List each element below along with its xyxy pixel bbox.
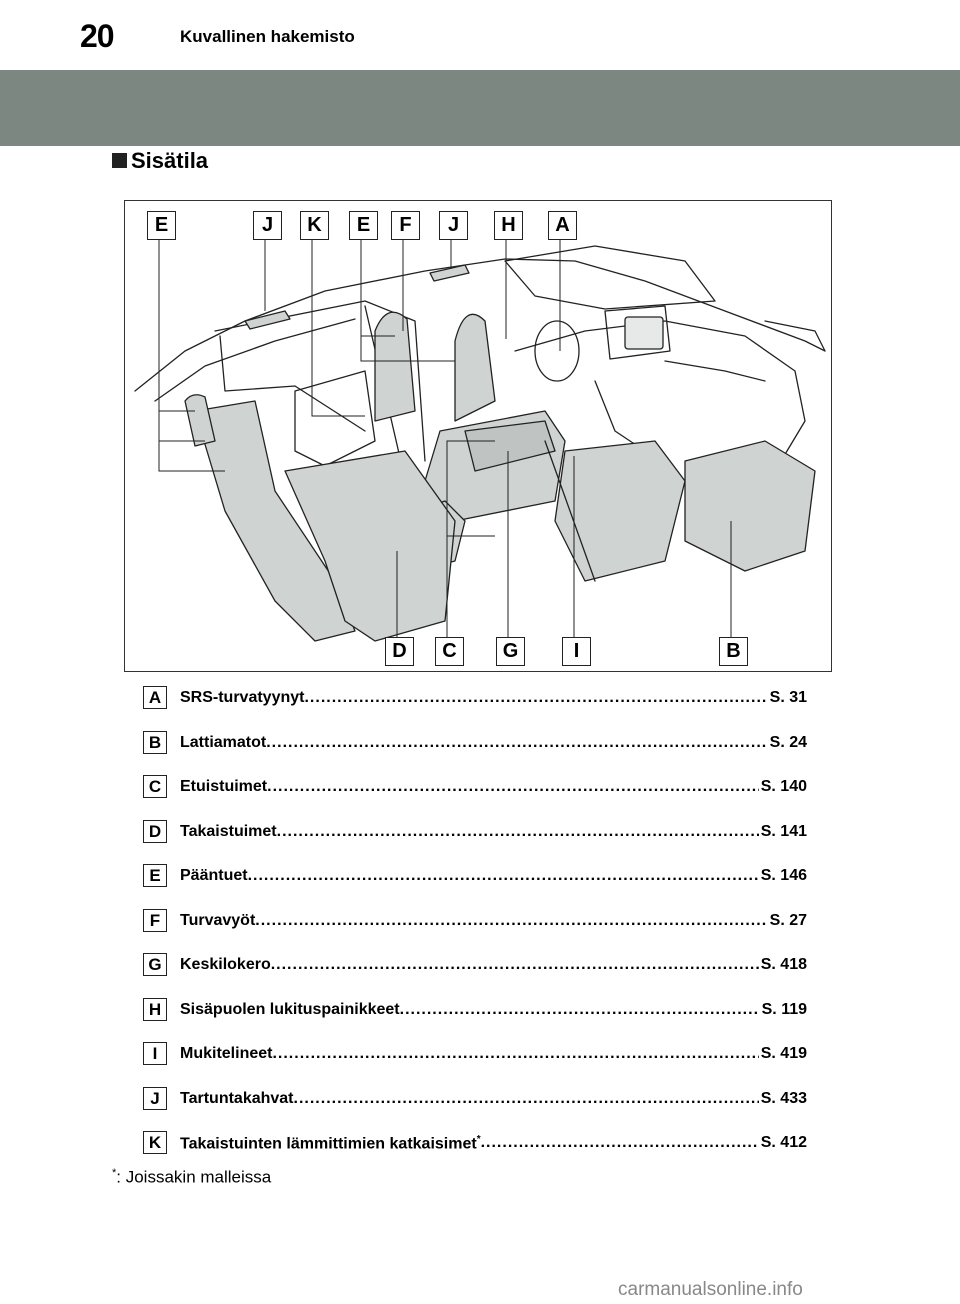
item-letter: A: [143, 686, 167, 709]
item-page-ref[interactable]: S. 146: [760, 867, 807, 884]
item-page-ref[interactable]: S. 412: [760, 1134, 807, 1151]
item-letter: B: [143, 730, 167, 754]
list-item[interactable]: E Pääntuet S. 146: [143, 864, 813, 890]
item-page-ref[interactable]: S. 31: [769, 689, 807, 706]
page-header: 20 Kuvallinen hakemisto: [0, 0, 960, 58]
list-item[interactable]: J Tartuntakahvat S. 433: [143, 1086, 813, 1113]
item-label: Turvavyöt: [180, 911, 256, 929]
item-letter: C: [143, 775, 167, 798]
item-label: SRS-turvatyynyt: [180, 689, 305, 706]
interior-drawing: [134, 239, 826, 642]
item-label: Etuistuimet: [180, 778, 268, 795]
footnote: *: Joissakin malleissa: [112, 1167, 271, 1188]
callout-bottom-2: C: [435, 637, 464, 666]
item-label: Keskilokero: [180, 956, 271, 973]
interior-illustration: E J K E F J H A D C G I B: [124, 200, 832, 672]
item-letter: D: [143, 819, 167, 843]
item-page-ref[interactable]: S. 433: [760, 1089, 807, 1107]
callout-top-4: E: [349, 211, 378, 240]
item-label: Sisäpuolen lukituspainikkeet: [180, 1000, 400, 1018]
callout-top-6: J: [439, 211, 468, 240]
callout-top-7: H: [494, 211, 523, 240]
footnote-mark: *: [476, 1134, 481, 1145]
footnote-text: : Joissakin malleissa: [116, 1167, 272, 1187]
list-item[interactable]: G Keskilokero S. 418: [143, 953, 813, 979]
header-title: Kuvallinen hakemisto: [180, 27, 355, 46]
item-page-ref[interactable]: S. 119: [761, 1000, 807, 1018]
watermark: carmanualsonline.info: [618, 1279, 803, 1300]
callout-bottom-4: I: [562, 637, 591, 666]
item-label: Mukitelineet: [180, 1045, 273, 1062]
callout-bottom-5: B: [719, 637, 748, 666]
list-item[interactable]: I Mukitelineet S. 419: [143, 1042, 813, 1068]
item-letter: I: [143, 1042, 167, 1065]
list-item[interactable]: F Turvavyöt S. 27: [143, 908, 813, 935]
item-letter: J: [143, 1086, 167, 1110]
item-letter: G: [143, 953, 167, 976]
list-item[interactable]: D Takaistuimet S. 141: [143, 819, 813, 846]
callout-top-2: J: [253, 211, 282, 240]
item-label: Takaistuimet: [180, 822, 277, 840]
callout-bottom-3: G: [496, 637, 525, 666]
list-item[interactable]: A SRS-turvatyynyt S. 31: [143, 686, 813, 712]
item-page-ref[interactable]: S. 419: [760, 1045, 807, 1062]
item-label: Pääntuet: [180, 867, 248, 884]
section-title: Sisätila: [112, 148, 208, 174]
list-item[interactable]: H Sisäpuolen lukituspainikkeet S. 119: [143, 997, 813, 1024]
callout-top-3: K: [300, 211, 329, 240]
item-page-ref[interactable]: S. 418: [760, 956, 807, 973]
list-item[interactable]: B Lattiamatot S. 24: [143, 730, 813, 757]
item-label: Takaistuinten lämmittimien katkaisimet: [180, 1135, 477, 1153]
item-page-ref[interactable]: S. 140: [760, 778, 807, 795]
item-label: Tartuntakahvat: [180, 1089, 294, 1107]
callout-bottom-1: D: [385, 637, 414, 666]
footnote-mark: *: [112, 1167, 117, 1179]
list-item[interactable]: K Takaistuinten lämmittimien katkaisimet…: [143, 1131, 813, 1157]
section-title-text: Sisätila: [131, 148, 209, 173]
callout-top-5: F: [391, 211, 420, 240]
page-number: 20: [80, 18, 115, 54]
item-page-ref[interactable]: S. 141: [760, 822, 807, 840]
item-letter: K: [143, 1131, 167, 1154]
item-letter: E: [143, 864, 167, 887]
item-page-ref[interactable]: S. 27: [769, 911, 807, 929]
item-letter: F: [143, 908, 167, 932]
item-label: Lattiamatot: [180, 733, 267, 751]
header-band: [0, 70, 960, 146]
item-letter: H: [143, 997, 167, 1021]
list-item[interactable]: C Etuistuimet S. 140: [143, 775, 813, 801]
callout-top-8: A: [548, 211, 577, 240]
square-bullet-icon: [112, 153, 127, 168]
callout-top-1: E: [147, 211, 176, 240]
item-page-ref[interactable]: S. 24: [769, 733, 807, 751]
